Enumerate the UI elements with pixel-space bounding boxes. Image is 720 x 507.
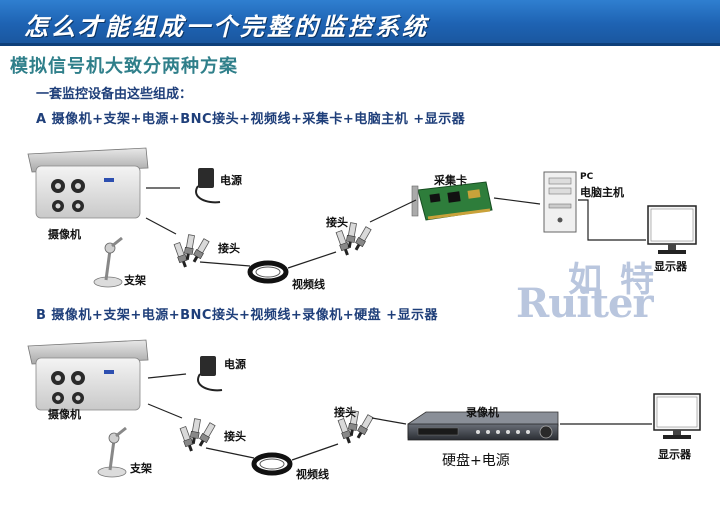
label-connector-a: 接头 (218, 240, 240, 256)
bracket-a-icon (94, 238, 122, 287)
label-pc-1: PC (580, 172, 593, 182)
label-bracket-b: 支架 (130, 460, 152, 476)
label-pc-2: 电脑主机 (580, 184, 624, 200)
label-monitor-b: 显示器 (658, 446, 691, 462)
pc-tower-icon (544, 172, 576, 232)
label-bracket-a: 支架 (124, 272, 146, 288)
power-adapter-a-icon (196, 168, 220, 202)
power-adapter-b-icon (198, 356, 222, 390)
watermark-en: Ruiter (516, 280, 653, 327)
label-camera-b: 摄像机 (48, 406, 81, 422)
camera-a-icon (28, 148, 148, 218)
connection-lines-b (148, 374, 652, 460)
label-power-a: 电源 (220, 172, 242, 188)
label-connector-b2: 接头 (334, 404, 356, 420)
watermark-logo: 如特 Ruiter (516, 252, 716, 332)
cable-coil-a-icon (250, 263, 286, 281)
camera-b-icon (28, 340, 148, 410)
scheme-b-diagram (28, 340, 700, 477)
label-hdd-power: 硬盘+电源 (442, 450, 510, 470)
label-recorder: 录像机 (466, 404, 499, 420)
label-capture-card: 采集卡 (434, 172, 467, 188)
bnc-connectors-a-icon (173, 234, 210, 268)
label-cable-a: 视频线 (292, 276, 325, 292)
monitor-b-icon (654, 394, 700, 439)
label-camera-a: 摄像机 (48, 226, 81, 242)
label-cable-b: 视频线 (296, 466, 329, 482)
bnc-connectors-b-icon (179, 418, 216, 452)
label-connector-b: 接头 (224, 428, 246, 444)
bracket-b-icon (98, 428, 126, 477)
monitor-a-icon (648, 206, 696, 254)
cable-coil-b-icon (254, 455, 290, 473)
label-power-b: 电源 (224, 356, 246, 372)
label-connector-a2: 接头 (326, 214, 348, 230)
